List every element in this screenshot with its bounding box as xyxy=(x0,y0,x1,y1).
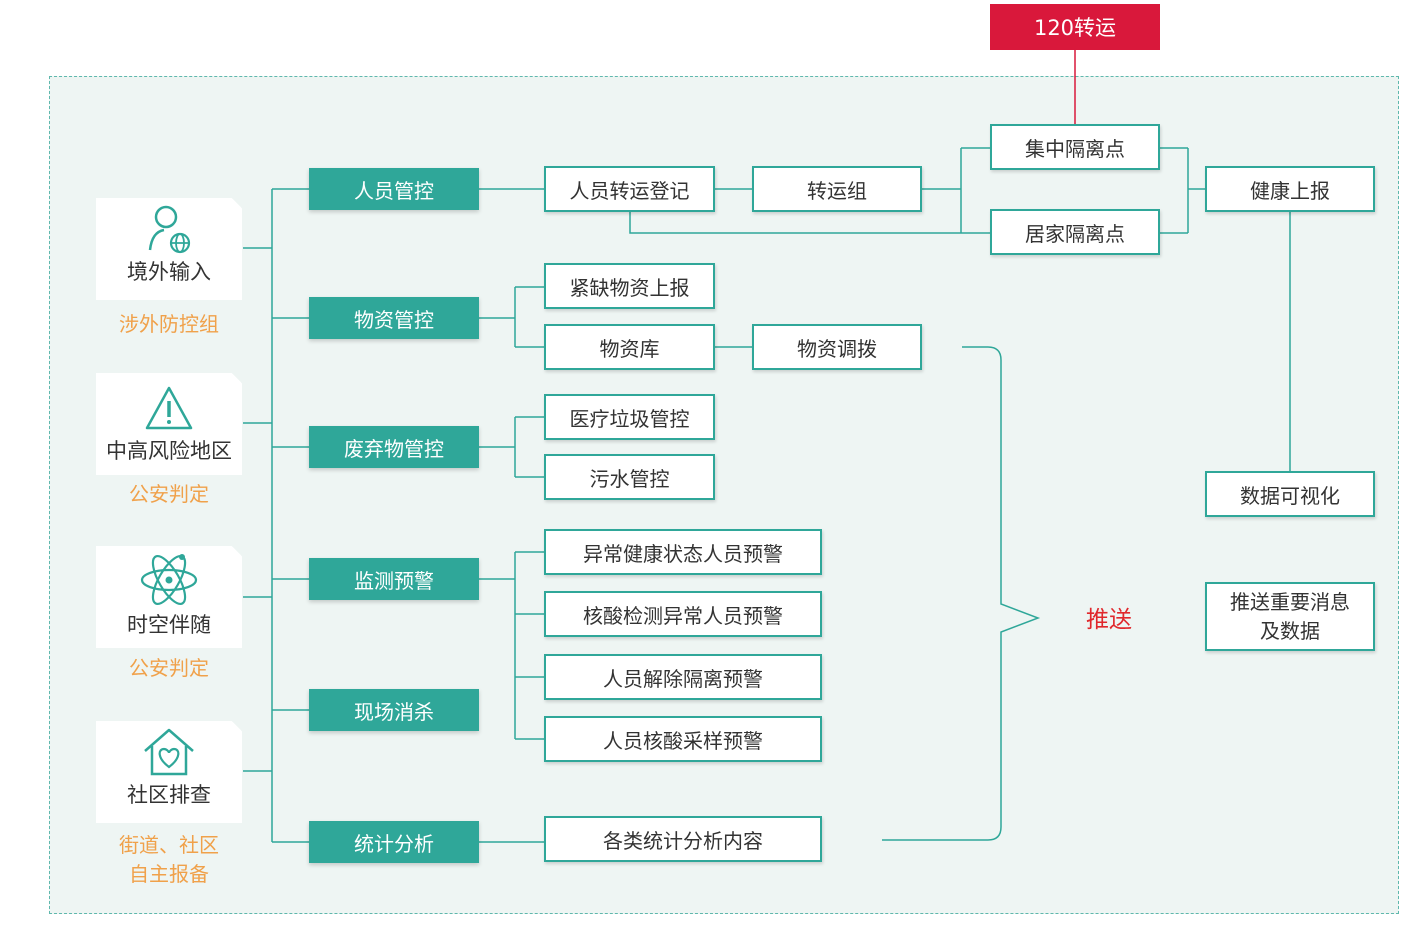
node-stats-content: 各类统计分析内容 xyxy=(544,816,822,862)
node-warning-health: 异常健康状态人员预警 xyxy=(544,529,822,575)
push-target-line1: 推送重要消息 xyxy=(1230,589,1350,614)
house-heart-icon xyxy=(144,728,194,776)
node-transfer-register: 人员转运登记 xyxy=(544,166,715,212)
category-monitoring: 监测预警 xyxy=(309,558,479,600)
warning-icon xyxy=(145,386,193,430)
node-push-target: 推送重要消息 及数据 xyxy=(1205,582,1375,651)
source-sub-label: 公安判定 xyxy=(129,482,209,506)
node-health-report: 健康上报 xyxy=(1205,166,1375,212)
node-transfer-group: 转运组 xyxy=(752,166,922,212)
node-home-isolation: 居家隔离点 xyxy=(990,209,1160,255)
push-target-line2: 及数据 xyxy=(1260,618,1320,643)
category-waste: 废弃物管控 xyxy=(309,426,479,468)
node-warning-nucleic: 核酸检测异常人员预警 xyxy=(544,591,822,637)
diagram-panel xyxy=(49,76,1399,914)
source-label: 社区排查 xyxy=(127,783,211,807)
push-label: 推送 xyxy=(1086,607,1132,633)
source-sub-label: 公安判定 xyxy=(129,656,209,680)
category-disinfection: 现场消杀 xyxy=(309,689,479,731)
source-label: 境外输入 xyxy=(127,260,211,284)
source-label: 时空伴随 xyxy=(127,613,211,637)
node-allocation: 物资调拨 xyxy=(752,324,922,370)
node-medical-waste: 医疗垃圾管控 xyxy=(544,394,715,440)
person-globe-icon xyxy=(148,205,191,254)
atom-icon xyxy=(140,554,198,606)
source-sub-label: 自主报备 xyxy=(129,862,209,886)
source-card-community: 社区排查 xyxy=(96,721,242,823)
node-sewage: 污水管控 xyxy=(544,454,715,500)
source-sub-label: 街道、社区 xyxy=(119,833,219,857)
source-label: 中高风险地区 xyxy=(106,439,232,463)
source-card-spacetime: 时空伴随 xyxy=(96,546,242,648)
source-card-overseas: 境外输入 xyxy=(96,198,242,300)
node-ambulance-120: 120转运 xyxy=(990,4,1160,50)
category-supplies: 物资管控 xyxy=(309,297,479,339)
category-statistics: 统计分析 xyxy=(309,821,479,863)
node-warning-release: 人员解除隔离预警 xyxy=(544,654,822,700)
node-central-isolation: 集中隔离点 xyxy=(990,124,1160,170)
category-personnel: 人员管控 xyxy=(309,168,479,210)
node-shortage-report: 紧缺物资上报 xyxy=(544,263,715,309)
node-warning-sampling: 人员核酸采样预警 xyxy=(544,716,822,762)
node-warehouse: 物资库 xyxy=(544,324,715,370)
source-card-risk-area: 中高风险地区 xyxy=(96,373,242,475)
node-data-visualization: 数据可视化 xyxy=(1205,471,1375,517)
source-sub-label: 涉外防控组 xyxy=(119,312,219,336)
